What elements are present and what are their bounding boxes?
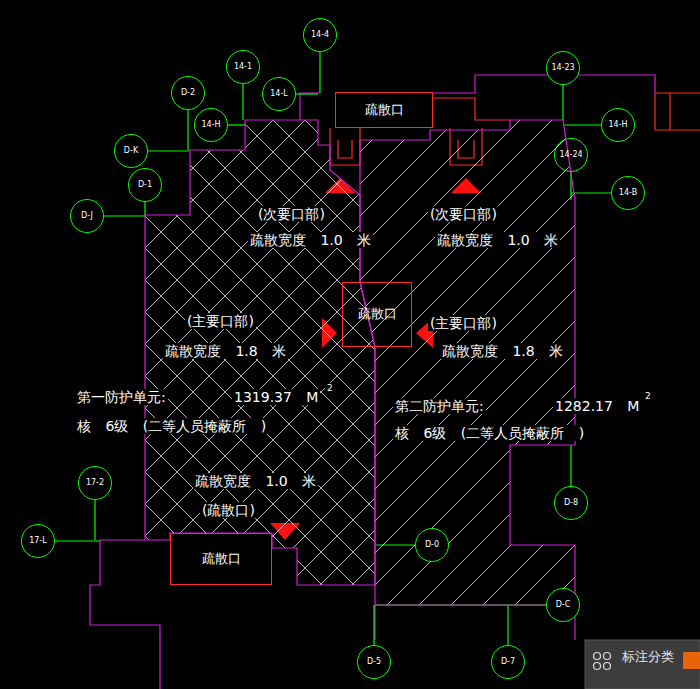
axis-bubble: 14-23	[546, 51, 580, 85]
axis-number: 14-24	[559, 150, 582, 159]
toolbar-label: 标注分类	[622, 648, 674, 666]
unit-note: 2	[325, 383, 335, 393]
axis-number: D-8	[564, 498, 578, 507]
axis-number: 14-H	[608, 120, 627, 129]
unit-note: 第二防护单元:	[393, 398, 486, 414]
axis-number: 14-B	[619, 188, 637, 197]
unit-note: 1282.17 M	[553, 398, 641, 414]
protection-unit: (次要口部)疏散宽度 1.0 米(主要口部)疏散宽度 1.8 米第一防护单元:1…	[145, 120, 375, 585]
unit-note: 第一防护单元:	[75, 389, 168, 405]
axis-number: D-2	[181, 88, 195, 97]
axis-bubble: 14-B	[611, 176, 645, 210]
unit-note: 1319.37 M	[232, 389, 320, 405]
protection-unit: (次要口部)疏散宽度 1.0 米(主要口部)疏散宽度 1.8 米第二防护单元:1…	[360, 120, 575, 605]
unit-note: 疏散宽度 1.0 米	[435, 232, 560, 248]
axis-bubble: 17-2	[78, 466, 112, 500]
axis-bubble: 14-1	[226, 50, 260, 84]
axis-number: 14-23	[551, 63, 574, 72]
unit-note: 2	[643, 391, 653, 401]
axis-bubble: D-8	[554, 486, 588, 520]
axis-number: 14-4	[311, 30, 329, 39]
axis-number: 14-1	[234, 62, 252, 71]
axis-bubble: D-2	[171, 76, 205, 110]
axis-bubble: D-C	[546, 588, 580, 622]
axis-number: D-5	[367, 657, 381, 666]
axis-bubble: D-1	[128, 168, 162, 202]
axis-number: D-J	[81, 211, 93, 220]
axis-number: 14-L	[270, 89, 288, 98]
exit-label: 疏散口	[358, 307, 397, 322]
axis-bubble: 14-4	[303, 18, 337, 52]
unit-note: (疏散口)	[200, 502, 257, 518]
axis-number: D-0	[425, 540, 439, 549]
unit-note: (次要口部)	[256, 206, 327, 222]
axis-number: D-7	[501, 657, 515, 666]
axis-bubble: D-5	[357, 645, 391, 679]
unit-note: (主要口部)	[428, 315, 499, 331]
wall-lines	[90, 75, 655, 689]
exit-label: 疏散口	[202, 552, 241, 567]
unit-note: 核 6级 (二等人员掩蔽所 )	[393, 425, 586, 441]
exit-label: 疏散口	[365, 103, 404, 118]
unit-note: 疏散宽度 1.0 米	[248, 232, 373, 248]
axis-number: D-K	[124, 146, 138, 155]
unit-note: 疏散宽度 1.0 米	[193, 473, 318, 489]
axis-bubble: 14-H	[601, 108, 635, 142]
axis-number: 17-L	[29, 536, 47, 545]
unit-note: 疏散宽度 1.8 米	[163, 343, 288, 359]
axis-number: 14-H	[201, 120, 220, 129]
unit-note: 疏散宽度 1.8 米	[440, 343, 565, 359]
axis-leaders	[55, 52, 611, 645]
unit-note: (次要口部)	[428, 206, 499, 222]
unit-note: (主要口部)	[185, 313, 256, 329]
axis-number: D-1	[138, 180, 152, 189]
exit-box: 疏散口	[335, 92, 433, 128]
unit-outline	[360, 120, 577, 607]
axis-bubble: D-J	[70, 199, 104, 233]
exit-box: 疏散口	[342, 282, 412, 347]
axis-number: 17-2	[86, 478, 104, 487]
axis-bubble: 14-L	[262, 77, 296, 111]
axis-bubble: D-0	[415, 528, 449, 562]
axis-bubble: D-K	[114, 134, 148, 168]
axis-bubble: D-7	[491, 645, 525, 679]
axis-bubble: 14-H	[194, 108, 228, 142]
exit-box: 疏散口	[170, 533, 272, 585]
toolbar-panel	[585, 640, 700, 689]
axis-bubble: 17-L	[21, 524, 55, 558]
unit-note: 核 6级 (二等人员掩蔽所 )	[75, 418, 268, 434]
axis-number: D-C	[556, 600, 571, 609]
